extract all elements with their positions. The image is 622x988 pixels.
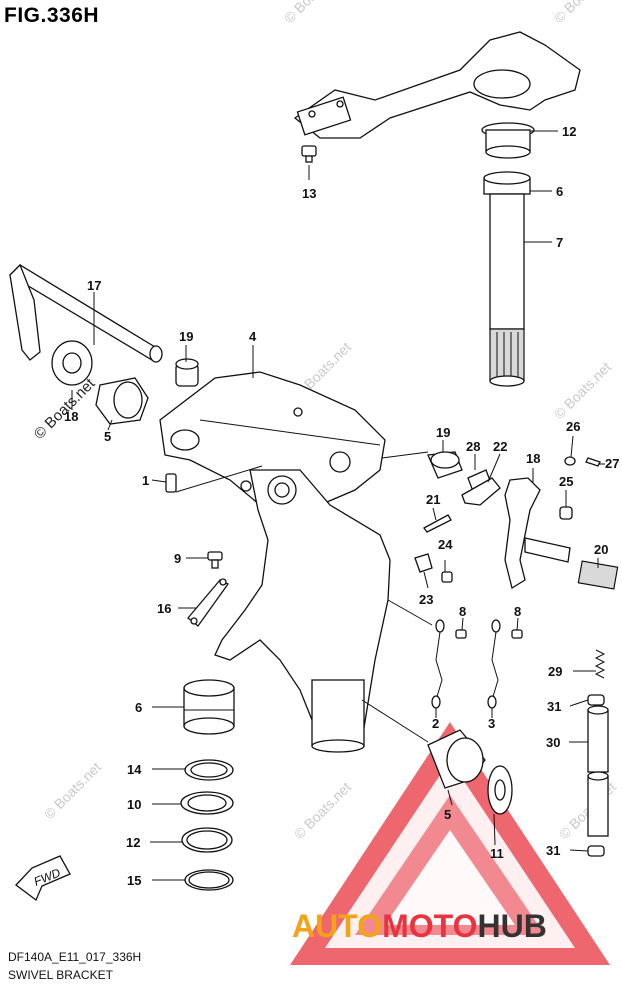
lower-bushing-6 <box>183 679 235 735</box>
steering-bracket <box>293 31 581 139</box>
callout: 21 <box>426 492 440 507</box>
logo-wordmark: AUTOMOTOHUB <box>292 908 547 945</box>
watermark: © Boats.net <box>551 359 614 422</box>
bolt-13 <box>301 145 317 163</box>
callout: 8 <box>514 604 521 619</box>
watermark: © Boats.net <box>291 779 354 842</box>
hose-assembly <box>587 649 609 857</box>
callout: 31 <box>546 843 560 858</box>
watermark: © Boats.net <box>41 759 104 822</box>
bolt-1 <box>165 465 263 493</box>
callout: 6 <box>135 700 142 715</box>
callout: 19 <box>436 425 450 440</box>
callout: 4 <box>249 329 257 344</box>
rings <box>180 759 234 891</box>
callout: 12 <box>126 835 140 850</box>
tilt-washer-bushings <box>51 340 199 425</box>
watermark: © Boats.net <box>551 0 614 26</box>
callout: 28 <box>466 439 480 454</box>
callout: 23 <box>419 592 433 607</box>
callout: 10 <box>127 797 141 812</box>
watermark: © Boats.net <box>281 0 344 26</box>
callout: 11 <box>490 846 504 861</box>
tilt-rod <box>8 263 163 363</box>
callout: 9 <box>174 551 181 566</box>
logo-triangle <box>290 722 610 965</box>
cover-16 <box>187 578 229 627</box>
lock-mechanism-parts <box>381 451 619 626</box>
steering-shaft <box>481 122 535 387</box>
callout: 13 <box>302 186 316 201</box>
callout: 14 <box>127 762 142 777</box>
callout: 6 <box>556 184 563 199</box>
callout: 15 <box>127 873 141 888</box>
fwd-arrow: FWD <box>15 855 71 902</box>
callout: 5 <box>104 429 111 444</box>
callout: 26 <box>566 419 580 434</box>
callout: 30 <box>546 735 560 750</box>
callout: 20 <box>594 542 608 557</box>
callout: 17 <box>87 278 101 293</box>
callout: 27 <box>605 456 619 471</box>
callout: 8 <box>459 604 466 619</box>
figure-title: FIG.336H <box>4 4 100 27</box>
callout-leaders <box>71 130 605 881</box>
callout: 2 <box>432 716 439 731</box>
callout: 12 <box>562 124 576 139</box>
callout: 7 <box>556 235 563 250</box>
figure-caption: SWIVEL BRACKET <box>8 968 113 982</box>
callout: 29 <box>548 664 562 679</box>
callout: 18 <box>526 451 540 466</box>
logo-part-auto: AUTO <box>292 908 383 944</box>
grounding-leads <box>431 619 523 709</box>
callout: 16 <box>157 601 171 616</box>
callout: 5 <box>444 807 451 822</box>
callout: 19 <box>179 329 193 344</box>
callout: 3 <box>488 716 495 731</box>
figure-code: DF140A_E11_017_336H <box>8 950 142 964</box>
swivel-bracket-body <box>159 371 391 753</box>
logo-part-moto: MOTO <box>382 908 478 944</box>
callout: 22 <box>493 439 507 454</box>
lower-bushing <box>361 699 513 815</box>
logo-part-hub: HUB <box>477 908 547 944</box>
callout: 25 <box>559 474 573 489</box>
callout-numbers: 12 6 7 13 17 19 4 18 5 1 19 28 22 26 27 … <box>64 124 619 888</box>
callout: 24 <box>438 537 453 552</box>
bolt-9 <box>207 551 223 569</box>
callout: 1 <box>142 473 149 488</box>
callout: 31 <box>547 699 561 714</box>
callout: 18 <box>64 409 78 424</box>
